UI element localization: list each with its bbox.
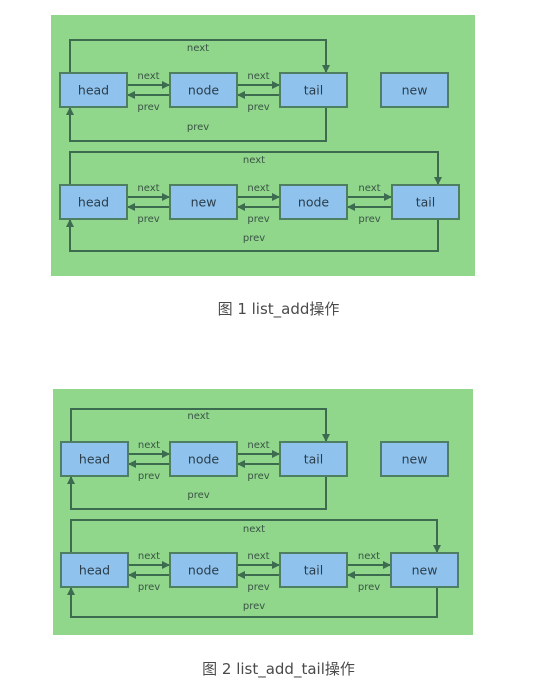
node-box (391, 184, 460, 220)
node-box (279, 184, 348, 220)
node-label: head (79, 563, 110, 578)
node-box (279, 552, 348, 588)
list-node-new: new (169, 184, 238, 220)
node-box (59, 184, 128, 220)
next-wrap-arrow (69, 39, 330, 73)
node-label: new (402, 452, 428, 467)
node-box (279, 441, 348, 477)
next-label: next (138, 440, 160, 451)
prev-wrap-label: prev (243, 601, 265, 612)
list-node-new: new (380, 72, 449, 108)
prev-label: prev (358, 582, 380, 593)
prev-wrap-label: prev (243, 233, 265, 244)
list-node-node: node (169, 72, 238, 108)
node-label: head (79, 452, 110, 467)
list-node-tail: tail (279, 441, 348, 477)
next-label: next (138, 551, 160, 562)
prev-label: prev (247, 102, 269, 113)
prev-label: prev (138, 582, 160, 593)
next-wrap-label: next (243, 155, 265, 166)
prev-wrap-arrow (67, 587, 438, 618)
node-box (169, 552, 238, 588)
prev-label: prev (358, 214, 380, 225)
list-node-tail: tail (279, 552, 348, 588)
next-wrap-arrow (70, 519, 441, 553)
figure-1-caption: 图 1 list_add操作 (217, 300, 340, 318)
prev-label: prev (247, 582, 269, 593)
node-label: node (188, 563, 220, 578)
node-label: head (78, 195, 109, 210)
next-label: next (358, 551, 380, 562)
list-node-node: node (279, 184, 348, 220)
prev-wrap-arrow (66, 219, 439, 252)
node-box (279, 72, 348, 108)
next-wrap-arrow (69, 151, 442, 185)
list-row-1: next prev next prev next prev head node tail new (60, 408, 449, 510)
next-label: next (247, 551, 269, 562)
node-box (60, 552, 129, 588)
list-node-head: head (59, 72, 128, 108)
next-wrap-label: next (187, 43, 209, 54)
node-box (60, 441, 129, 477)
diagram-background (51, 15, 475, 276)
list-node-head: head (60, 552, 129, 588)
prev-label: prev (247, 471, 269, 482)
node-box (169, 72, 238, 108)
node-label: node (298, 195, 330, 210)
node-box (59, 72, 128, 108)
prev-wrap-label: prev (187, 122, 209, 133)
prev-label: prev (247, 214, 269, 225)
node-label: node (188, 83, 220, 98)
node-label: new (412, 563, 438, 578)
list-node-node: node (169, 552, 238, 588)
node-box (169, 184, 238, 220)
node-label: tail (304, 563, 324, 578)
prev-wrap-label: prev (187, 490, 209, 501)
list-row-2: next prev next prev next prev next prev head node… (60, 519, 459, 618)
node-label: node (188, 452, 220, 467)
prev-label: prev (138, 471, 160, 482)
next-label: next (247, 183, 269, 194)
list-node-head: head (60, 441, 129, 477)
prev-label: prev (137, 214, 159, 225)
prev-wrap-arrow (67, 476, 327, 510)
node-label: new (191, 195, 217, 210)
next-wrap-label: next (243, 524, 265, 535)
node-label: tail (304, 452, 324, 467)
node-label: tail (416, 195, 436, 210)
prev-label: prev (137, 102, 159, 113)
diagram-background (53, 389, 473, 635)
node-box (169, 441, 238, 477)
figure-2-caption: 图 2 list_add_tail操作 (202, 660, 355, 678)
list-node-node: node (169, 441, 238, 477)
list-node-head: head (59, 184, 128, 220)
node-label: tail (304, 83, 324, 98)
node-box (380, 72, 449, 108)
prev-wrap-arrow (66, 107, 327, 142)
next-wrap-label: next (187, 411, 209, 422)
node-box (380, 441, 449, 477)
list-row-1: next prev next prev next prev head node tail new (59, 39, 449, 142)
list-node-new: new (390, 552, 459, 588)
next-wrap-arrow (70, 408, 330, 442)
list-row-2: next prev next prev next prev next prev head new n… (59, 151, 460, 252)
node-label: head (78, 83, 109, 98)
node-label: new (402, 83, 428, 98)
next-label: next (247, 71, 269, 82)
next-label: next (137, 71, 159, 82)
next-label: next (137, 183, 159, 194)
list-node-new: new (380, 441, 449, 477)
next-label: next (358, 183, 380, 194)
next-label: next (247, 440, 269, 451)
list-node-tail: tail (279, 72, 348, 108)
node-box (390, 552, 459, 588)
list-node-tail: tail (391, 184, 460, 220)
